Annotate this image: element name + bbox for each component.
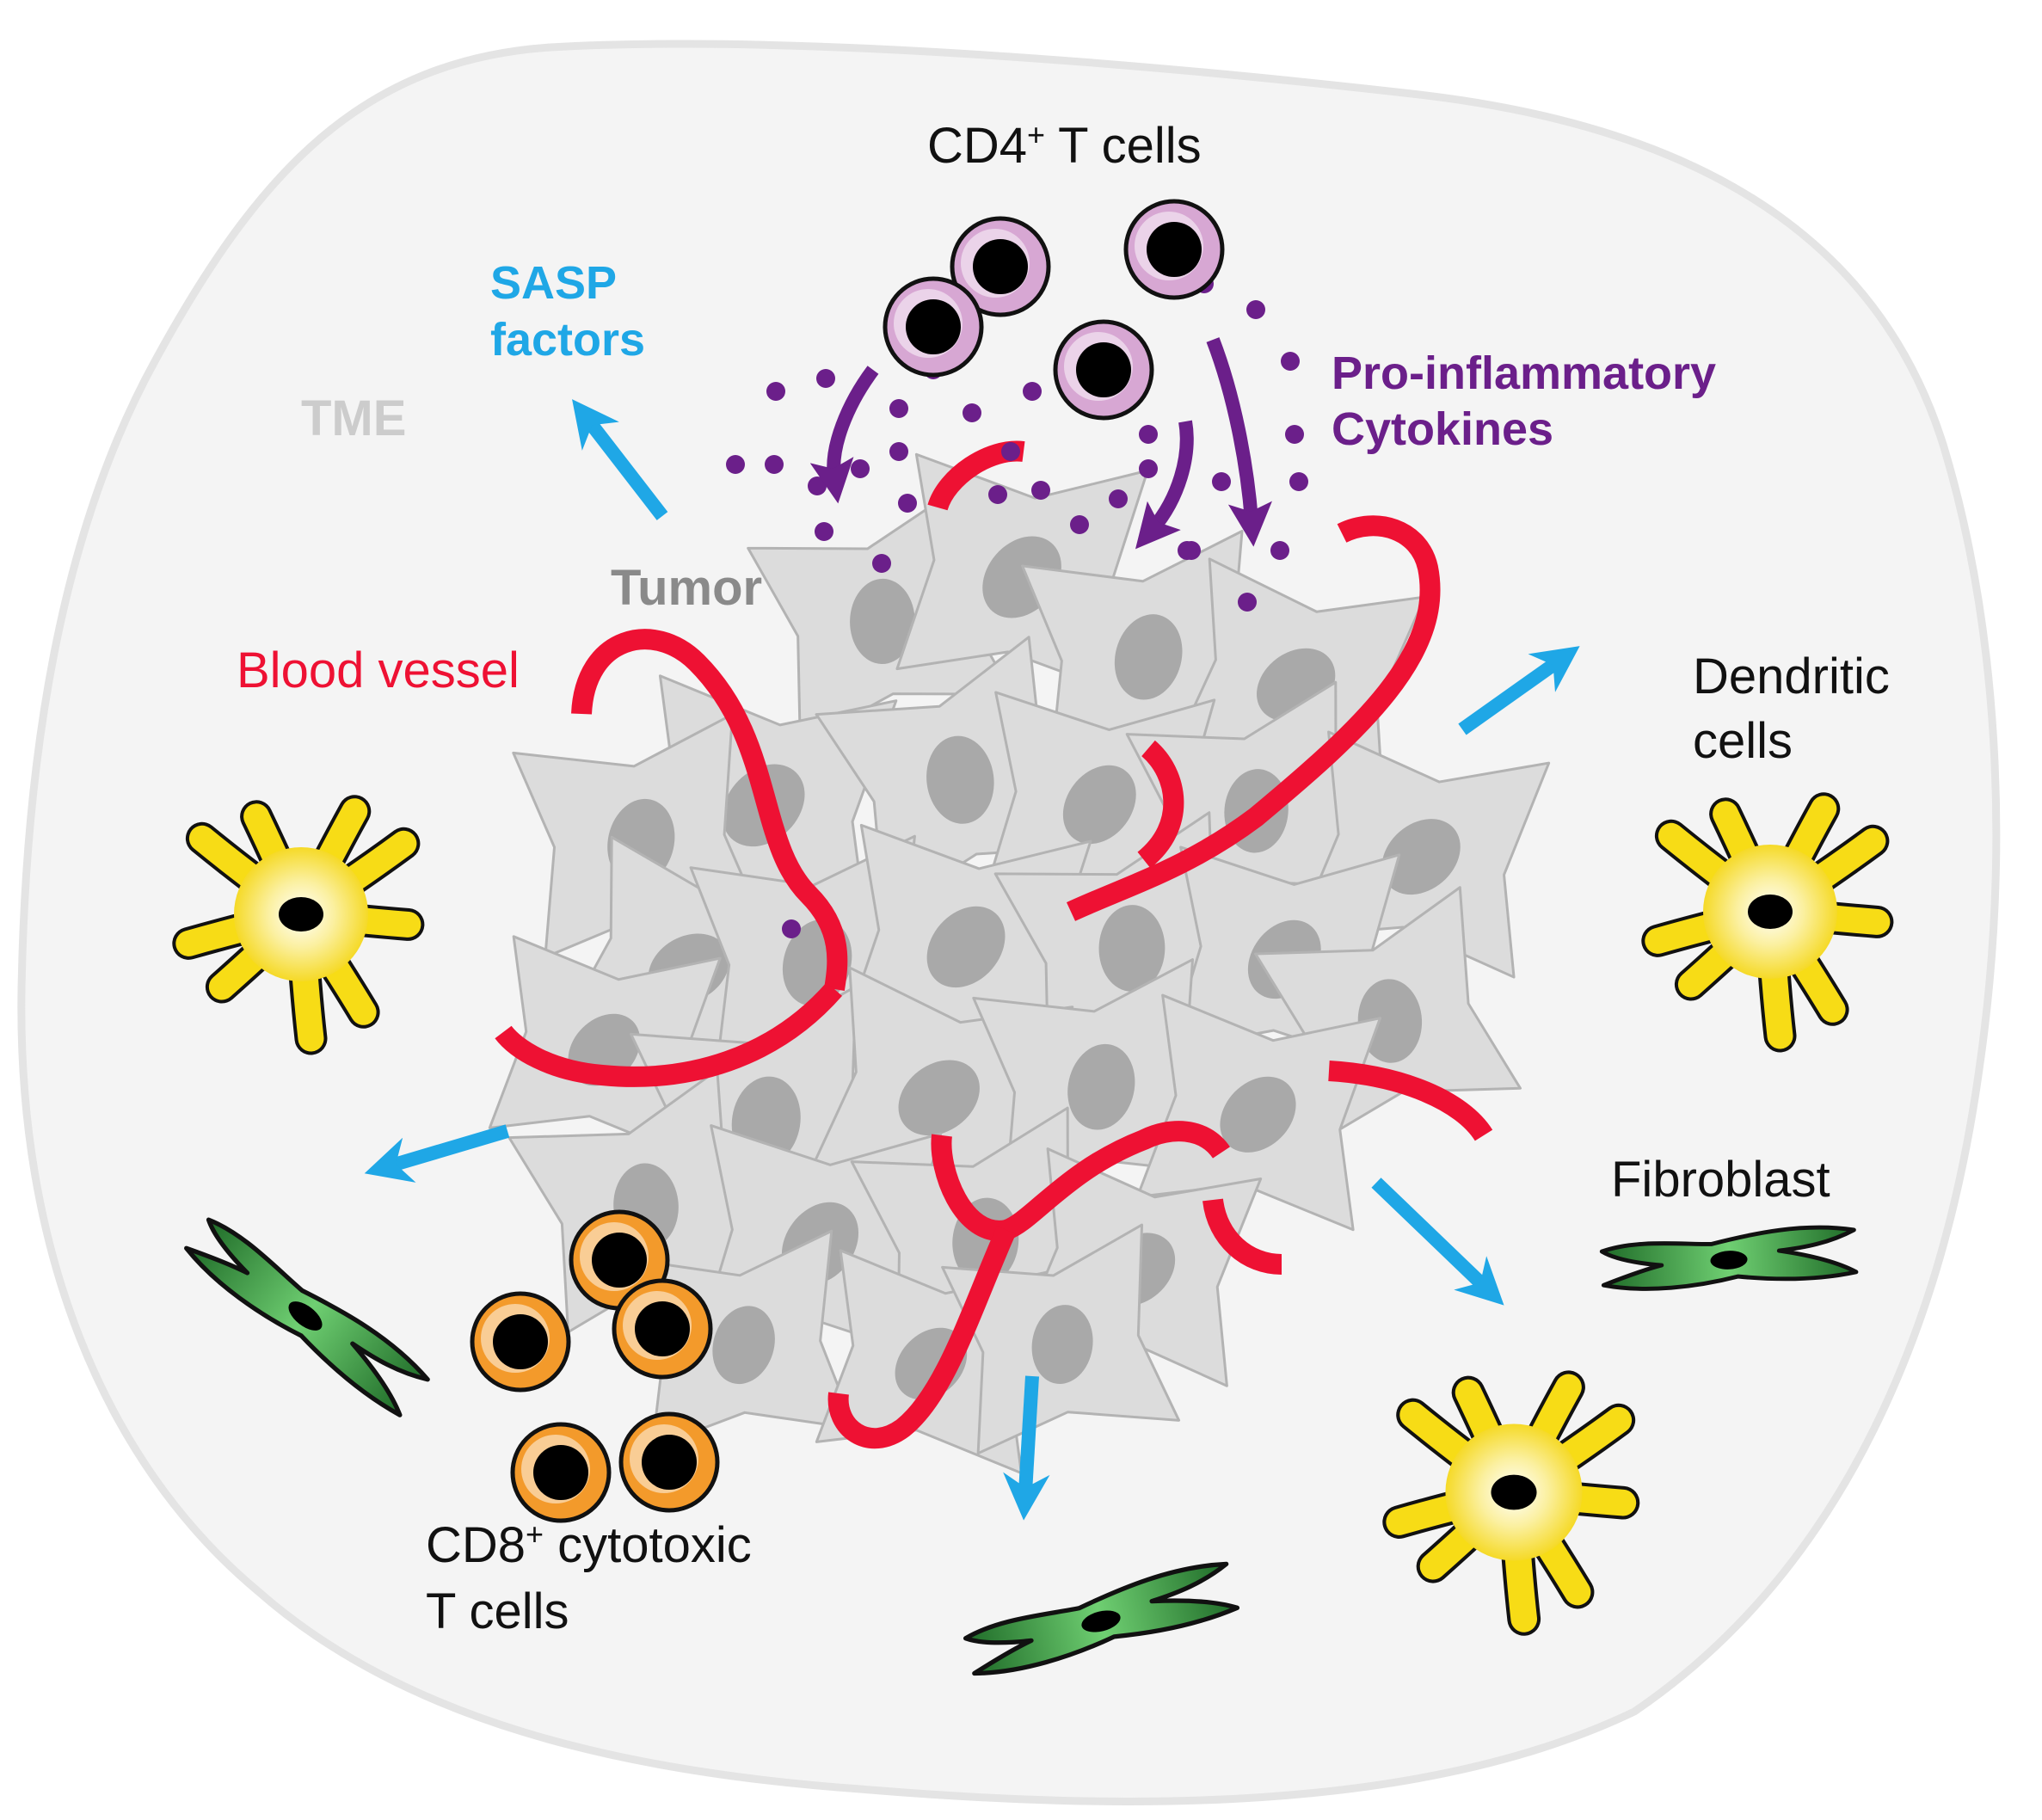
- cytokine-dot-icon: [765, 455, 784, 474]
- dendritic-cells-label-line2: cells: [1693, 713, 1793, 769]
- cytokine-dot-icon: [1238, 593, 1257, 612]
- cytokine-arrows: [809, 337, 1272, 550]
- cd4-t-cells-label: CD4+ T cells: [927, 119, 1202, 174]
- cytokine-dot-icon: [1281, 352, 1300, 371]
- fibroblast-icon: [1599, 1225, 1859, 1291]
- sasp-arrow-icon: [1371, 1177, 1504, 1306]
- cytokine-dot-icon: [726, 455, 745, 474]
- blood-vessel-icon: [495, 982, 843, 1087]
- cytokine-dot-icon: [1001, 442, 1020, 461]
- cytokine-dot-icon: [1139, 425, 1158, 444]
- blood-vessel-label: Blood vessel: [237, 643, 520, 698]
- cd8-t-cell-icon: [612, 1278, 713, 1380]
- cytokine-dot-icon: [1023, 382, 1042, 401]
- cd4-t-cell-icon: [883, 276, 984, 378]
- dendritic-cells-label-line1: Dendritic: [1693, 649, 1890, 704]
- fibroblast-icon: [184, 1217, 430, 1417]
- cytokine-dot-icon: [782, 919, 801, 938]
- cd8-label-text: CD8: [426, 1517, 526, 1573]
- sasp-arrows: [364, 399, 1580, 1521]
- cytokine-dot-icon: [898, 494, 917, 513]
- blood-vessel-icon: [1066, 515, 1441, 921]
- cd4-t-cell-icon: [950, 216, 1051, 317]
- cytokine-dot-icon: [1285, 425, 1304, 444]
- cytokine-arrow-icon: [1135, 420, 1194, 550]
- fibroblast-label: Fibroblast: [1611, 1152, 1830, 1208]
- dendritic-cell-icon: [172, 795, 425, 1055]
- cd4-t-cells: [883, 199, 1225, 421]
- cytokine-dot-icon: [1212, 472, 1231, 491]
- cytokine-dot-icon: [816, 369, 835, 388]
- cytokine-dot-icon: [815, 522, 833, 541]
- sasp-factors-label-line1: SASP: [490, 257, 618, 309]
- dendritic-cells: [172, 792, 1894, 1636]
- cytokine-dot-icon: [1139, 459, 1158, 478]
- cytokine-arrow-icon: [1206, 337, 1272, 547]
- cd8-t-cell-icon: [510, 1422, 612, 1523]
- cytokine-dot-icon: [808, 477, 827, 495]
- sasp-arrow-icon: [1003, 1375, 1050, 1521]
- cytokine-dot-icon: [851, 459, 870, 478]
- cd8-t-cell-icon: [569, 1209, 670, 1311]
- cd8-t-cells: [470, 1209, 720, 1523]
- fibroblasts: [184, 1217, 1859, 1676]
- cytokine-dot-icon: [988, 485, 1007, 504]
- cd4-label-sup: +: [1027, 117, 1046, 153]
- cytokine-dot-icon: [963, 403, 981, 422]
- dendritic-cell-icon: [1641, 792, 1894, 1053]
- cd8-t-cell-icon: [618, 1411, 720, 1513]
- tumor-label: Tumor: [611, 560, 763, 616]
- cytokines-label-line1: Pro-inflammatory: [1332, 347, 1717, 399]
- cd4-label-rest: T cells: [1045, 118, 1202, 174]
- blood-vessel-icon: [571, 629, 848, 991]
- sasp-factors-label-line2: factors: [490, 314, 646, 366]
- tumor-cell-icon: [941, 1223, 1181, 1455]
- tme-label: TME: [301, 390, 407, 446]
- cytokines-label-line2: Cytokines: [1332, 403, 1554, 455]
- sasp-arrow-icon: [572, 399, 668, 520]
- blood-vessel-icon: [1137, 740, 1184, 869]
- cd8-t-cells-label-line1: CD8+ cytotoxic: [426, 1518, 752, 1573]
- cd8-label-sup: +: [526, 1516, 544, 1553]
- cytokine-dot-icon: [1178, 541, 1196, 560]
- sasp-arrow-icon: [364, 1124, 510, 1183]
- cd4-t-cell-icon: [1123, 199, 1225, 300]
- cytokine-dot-icon: [889, 442, 908, 461]
- cytokine-dot-icon: [1270, 541, 1289, 560]
- tumor-cell-icon: [1135, 993, 1382, 1232]
- cd8-t-cell-icon: [470, 1291, 571, 1393]
- blood-vessel-icon: [1328, 1061, 1493, 1141]
- cd8-label-rest: cytotoxic: [544, 1517, 752, 1573]
- cytokine-dot-icon: [1246, 300, 1265, 319]
- sasp-arrow-icon: [1458, 646, 1580, 735]
- cytokine-dot-icon: [889, 399, 908, 418]
- blood-vessel-icon: [1202, 1198, 1282, 1275]
- cd8-t-cells-label-line2: T cells: [426, 1583, 569, 1639]
- cd4-t-cell-icon: [1053, 319, 1154, 421]
- cytokine-dot-icon: [1070, 515, 1089, 534]
- cytokine-dot-icon: [1031, 481, 1050, 500]
- blood-vessel-icon: [931, 1121, 1230, 1241]
- cytokine-dot-icon: [766, 382, 785, 401]
- blood-vessels: [495, 440, 1493, 1449]
- cytokine-dot-icon: [1289, 472, 1308, 491]
- cytokine-dot-icon: [1109, 489, 1128, 508]
- cytokine-arrow-icon: [809, 366, 879, 504]
- cd4-label-text: CD4: [927, 118, 1028, 174]
- fibroblast-icon: [963, 1561, 1240, 1676]
- cytokine-dot-icon: [872, 554, 891, 573]
- dendritic-cell-icon: [1382, 1370, 1640, 1636]
- blood-vessel-icon: [827, 1226, 1016, 1449]
